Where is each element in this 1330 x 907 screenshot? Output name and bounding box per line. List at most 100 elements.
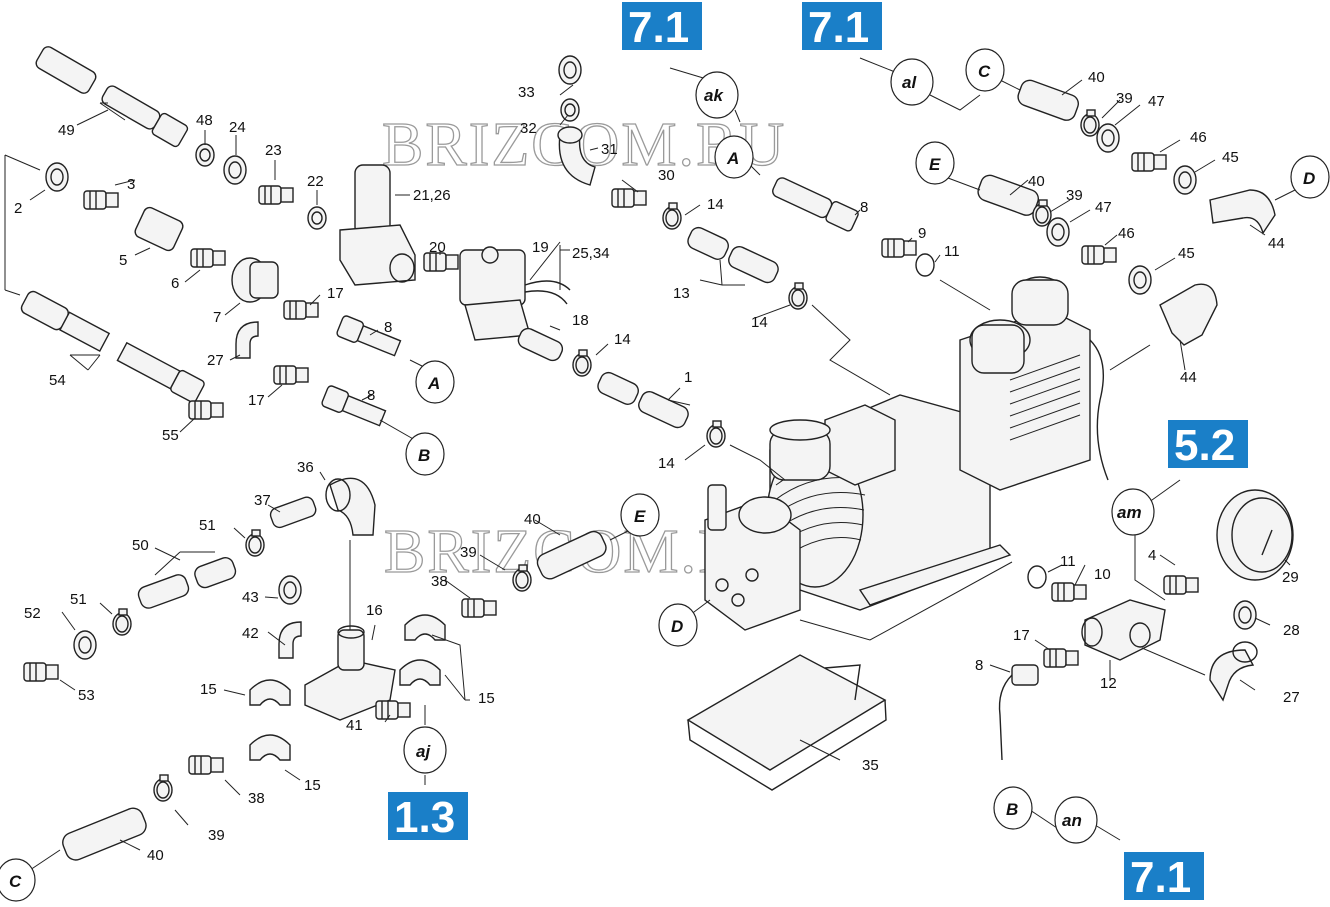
ref-bubble-am: am: [1111, 488, 1155, 536]
svg-text:7.1: 7.1: [808, 3, 869, 52]
bracket-15: [249, 614, 446, 761]
part-label: 43: [242, 589, 259, 606]
svg-text:1.3: 1.3: [394, 793, 455, 842]
ref-bubble-B: B: [405, 432, 445, 476]
drip-tray: [686, 654, 887, 791]
hose-40c: [536, 530, 607, 580]
part-label: 8: [860, 199, 868, 216]
part-label: 10: [1094, 566, 1111, 583]
nipple-46a: [1131, 152, 1167, 172]
hose-fitting-8a: [336, 315, 402, 357]
nut-7: [231, 257, 279, 303]
section-badge-7-1-top-left: 7.1: [622, 2, 702, 52]
hose-nipple-37: [269, 496, 317, 529]
part-label: 7: [213, 309, 221, 326]
leader-lines: [4, 57, 1296, 871]
part-label: 51: [199, 517, 216, 534]
clamp-14b: [706, 420, 726, 448]
nipple-30: [611, 188, 647, 208]
part-label: 39: [1116, 90, 1133, 107]
part-label: 37: [254, 492, 271, 509]
elbow-44a: [1209, 189, 1276, 235]
part-label: 14: [614, 331, 631, 348]
part-label: 40: [1028, 173, 1045, 190]
ref-bubble-A2: A: [714, 135, 754, 179]
nipple-9: [881, 238, 917, 258]
elbow-27b: [1209, 641, 1258, 702]
clamp-39d: [153, 774, 173, 802]
part-label: 12: [1100, 675, 1117, 692]
part-label: 46: [1118, 225, 1135, 242]
nipple-53: [23, 662, 59, 682]
part-label: 54: [49, 372, 66, 389]
ref-bubble-C: C: [965, 48, 1005, 92]
part-label: 38: [248, 790, 265, 807]
nut-2: [45, 162, 69, 192]
part-label: 24: [229, 119, 246, 136]
part-label: 22: [307, 173, 324, 190]
part-label: 30: [658, 167, 675, 184]
section-badge-1-3: 1.3: [388, 792, 468, 842]
part-label: 20: [429, 239, 446, 256]
part-label: 14: [658, 455, 675, 472]
part-label: 4: [1148, 547, 1156, 564]
svg-text:D: D: [671, 617, 683, 636]
nut-47a: [1096, 123, 1120, 153]
clamp-14c: [662, 202, 682, 230]
elbow-36: [325, 477, 376, 536]
tee-12: [1081, 599, 1166, 661]
pressure-valve-21-26: [339, 164, 416, 286]
clamp-51a: [245, 529, 265, 557]
clamp-51b: [112, 608, 132, 636]
part-label: 1: [684, 369, 692, 386]
ref-bubble-B2: B: [993, 786, 1033, 830]
part-label: 13: [673, 285, 690, 302]
part-label: 47: [1095, 199, 1112, 216]
section-badge-7-1-top-right: 7.1: [802, 2, 882, 52]
svg-text:5.2: 5.2: [1174, 421, 1235, 470]
part-label: 29: [1282, 569, 1299, 586]
part-label: 40: [524, 511, 541, 528]
part-label: 8: [975, 657, 983, 674]
nipple-17c: [1043, 648, 1079, 668]
part-label: 48: [196, 112, 213, 129]
ref-bubble-C2: C: [0, 858, 36, 902]
svg-text:B: B: [1006, 800, 1018, 819]
nipple-3: [83, 190, 119, 210]
nipple-38a: [461, 598, 497, 618]
hose-fitting-8b: [321, 385, 387, 427]
part-label: 8: [367, 387, 375, 404]
elbow-27: [235, 321, 259, 359]
nipple-28: [1233, 600, 1257, 630]
part-label: 14: [707, 196, 724, 213]
part-label: 15: [304, 777, 321, 794]
svg-text:aj: aj: [416, 742, 431, 761]
section-badge-5-2: 5.2: [1168, 420, 1248, 470]
part-label: 11: [1060, 553, 1076, 570]
part-label: 32: [520, 120, 537, 137]
part-label: 14: [751, 314, 768, 331]
nut-52: [73, 630, 97, 660]
nipple-17: [283, 300, 319, 320]
ref-bubble-A: A: [415, 360, 455, 404]
section-badge-7-1-bottom-right: 7.1: [1124, 852, 1204, 902]
nipple-23: [258, 185, 294, 205]
part-label: 27: [207, 352, 224, 369]
hose-8d: [998, 664, 1039, 761]
part-label: 47: [1148, 93, 1165, 110]
pressure-gauge-29: [1216, 489, 1294, 581]
svg-text:7.1: 7.1: [628, 3, 689, 52]
part-label: 39: [208, 827, 225, 844]
hose-40a: [1017, 79, 1079, 121]
solenoid-valve-19: [459, 246, 571, 341]
elbow-31: [557, 126, 596, 186]
svg-text:E: E: [634, 507, 646, 526]
part-label: 38: [431, 573, 448, 590]
part-label: 6: [171, 275, 179, 292]
hose-fitting-8c: [772, 177, 859, 232]
svg-text:B: B: [418, 446, 430, 465]
part-label: 18: [572, 312, 589, 329]
part-label: 2: [14, 200, 22, 217]
tee-16: [304, 625, 396, 721]
